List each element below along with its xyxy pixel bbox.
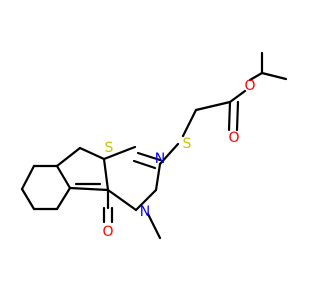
bond — [132, 159, 157, 170]
bond — [106, 188, 138, 212]
atom-label-oxygen: O — [244, 78, 255, 94]
bond — [102, 157, 110, 192]
bond — [158, 142, 180, 166]
bond — [55, 186, 72, 211]
bond — [102, 145, 137, 161]
bond — [228, 89, 247, 104]
bond — [260, 71, 288, 81]
bond — [136, 151, 162, 162]
bond — [181, 108, 198, 138]
atom-label-sulfur: S — [183, 136, 192, 152]
molecule-diagram: S N S O O N O — [20, 51, 288, 240]
bond — [68, 186, 110, 192]
bond — [55, 164, 72, 190]
bond — [55, 146, 82, 168]
bond — [154, 162, 162, 192]
bonds — [20, 51, 288, 240]
atom-label-nitrogen: N — [140, 204, 150, 220]
bond — [134, 188, 158, 212]
atom-labels: S N S O O N O — [102, 78, 255, 240]
bond — [78, 146, 106, 161]
bond — [194, 100, 232, 112]
molecule-structure: S N S O O N O — [20, 51, 288, 240]
bond — [248, 71, 264, 82]
bond — [20, 164, 36, 191]
bond — [235, 100, 240, 132]
bond — [146, 212, 162, 240]
atom-label-oxygen: O — [228, 130, 239, 146]
bond — [227, 100, 232, 132]
atom-label-oxygen: O — [102, 224, 113, 240]
bond — [20, 187, 36, 211]
atom-label-nitrogen: N — [155, 151, 165, 167]
atom-label-sulfur: S — [105, 140, 114, 156]
